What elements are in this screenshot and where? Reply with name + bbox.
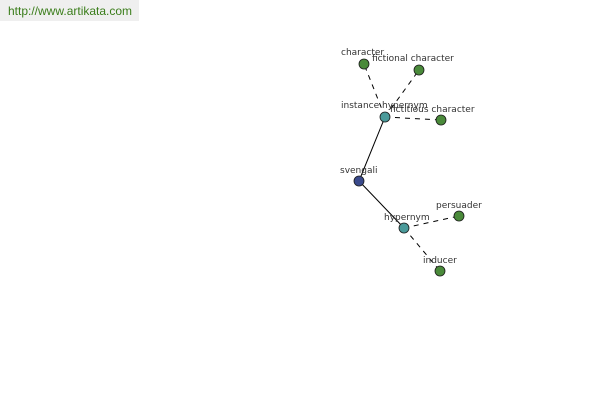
node-hypernym[interactable] xyxy=(398,222,410,234)
node-svengali[interactable] xyxy=(353,175,365,187)
node-label-character: character xyxy=(341,48,384,58)
edge-instance-hypernym-to-fictitious-character xyxy=(384,116,442,121)
node-character[interactable] xyxy=(358,58,370,70)
node-label-svengali: svengali xyxy=(340,166,378,176)
nodes-layer xyxy=(353,58,465,277)
node-fictional-character[interactable] xyxy=(413,64,425,76)
edge-svengali-to-hypernym xyxy=(358,180,405,229)
node-fictitious-character[interactable] xyxy=(435,114,447,126)
node-label-hypernym: hypernym xyxy=(384,213,430,223)
node-instance-hypernym[interactable] xyxy=(379,111,391,123)
url-link[interactable]: http://www.artikata.com xyxy=(8,4,133,18)
node-label-fictional-character: fictional character xyxy=(372,54,454,64)
node-label-fictitious-character: fictitious character xyxy=(390,105,475,115)
node-persuader[interactable] xyxy=(453,210,465,222)
url-banner[interactable]: http://www.artikata.com xyxy=(0,0,139,21)
node-inducer[interactable] xyxy=(434,265,446,277)
edge-svengali-to-instance-hypernym xyxy=(358,116,386,182)
node-label-instance-hypernym: instance hypernym xyxy=(341,101,428,111)
node-label-inducer: inducer xyxy=(423,256,457,266)
edges-layer xyxy=(358,63,460,272)
node-label-persuader: persuader xyxy=(436,201,482,211)
labels-layer: svengali instance hypernym hypernym charact… xyxy=(340,48,482,266)
